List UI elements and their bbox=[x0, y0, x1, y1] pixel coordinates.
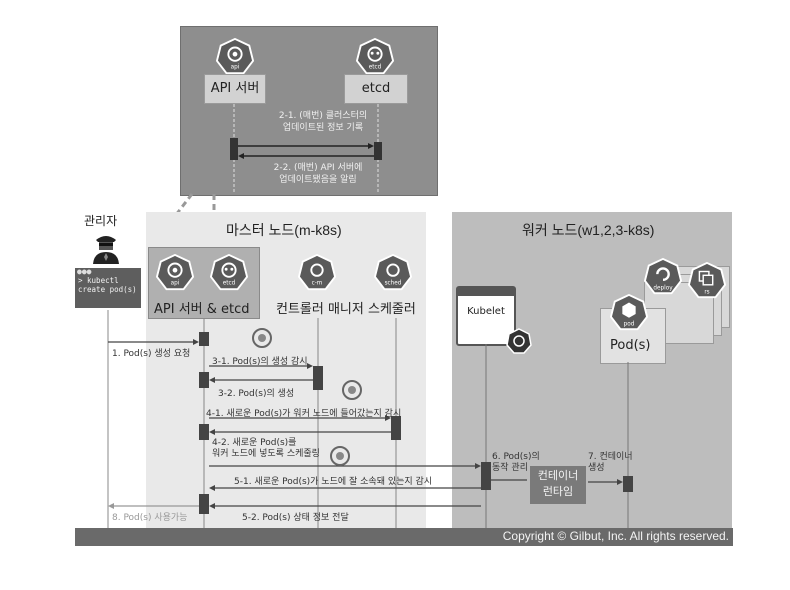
msg-8: 8. Pod(s) 사용가능 bbox=[112, 513, 188, 523]
msg-6: 6. Pod(s)의 동작 관리 bbox=[492, 452, 540, 474]
msg-4-2-line1: 4-2. 새로운 Pod(s)를 bbox=[212, 438, 297, 448]
pod-caption: pod bbox=[624, 321, 635, 327]
master-etcd-caption: etcd bbox=[223, 280, 236, 286]
top-panel-arrows bbox=[230, 104, 382, 194]
master-api-icon: api bbox=[156, 254, 194, 291]
kubelet-label: Kubelet bbox=[467, 306, 505, 317]
etcd-label-box: etcd bbox=[344, 74, 408, 104]
scheduler-icon: sched bbox=[374, 254, 412, 291]
msg-4-1: 4-1. 새로운 Pod(s)가 워커 노드에 들어갔는지 감시 bbox=[206, 409, 402, 419]
pod-icon: pod bbox=[610, 294, 648, 331]
watch-loop-icon-2 bbox=[342, 380, 362, 400]
admin-label: 관리자 bbox=[84, 214, 118, 228]
etcd-icon-caption: etcd bbox=[369, 64, 382, 70]
msg-6-line1: 6. Pod(s)의 bbox=[492, 452, 540, 462]
api-etcd-label: API 서버 & etcd bbox=[154, 302, 250, 317]
msg-3-1: 3-1. Pod(s)의 생성 감시 bbox=[212, 357, 308, 367]
replicaset-icon: rs bbox=[688, 262, 726, 299]
msg-5-2: 5-2. Pod(s) 상태 정보 전달 bbox=[242, 513, 349, 523]
api-server-label: API 서버 bbox=[210, 81, 260, 96]
worker-node-title: 워커 노드(w1,2,3-k8s) bbox=[522, 222, 655, 238]
deploy-icon: deploy bbox=[644, 258, 682, 295]
container-runtime-box: 컨테이너 런타임 bbox=[530, 466, 586, 504]
api-server-label-box: API 서버 bbox=[204, 74, 266, 104]
terminal-dots-icon: ●●● bbox=[77, 267, 92, 276]
msg-2-2-line2: 업데이트됐음을 알림 bbox=[279, 175, 357, 185]
api-icon-caption: api bbox=[231, 64, 240, 70]
msg-4-2-line2: 워커 노드에 넣도록 스케줄링 bbox=[212, 449, 320, 459]
msg-7-line1: 7. 컨테이너 bbox=[588, 452, 633, 462]
deploy-caption: deploy bbox=[653, 285, 673, 291]
master-etcd-icon: etcd bbox=[210, 254, 248, 291]
controller-manager-label: 컨트롤러 매니저 bbox=[276, 302, 364, 317]
runtime-line-1: 컨테이너 bbox=[537, 469, 579, 482]
etcd-icon: etcd bbox=[356, 38, 394, 75]
admin-user-icon bbox=[93, 236, 119, 264]
msg-3-2: 3-2. Pod(s)의 생성 bbox=[218, 389, 295, 399]
kubelet-gear-icon bbox=[506, 328, 532, 354]
terminal-line-2: create pod(s) bbox=[78, 285, 137, 294]
msg-2-1: 2-1. (매번) 클러스터의 업데이트된 정보 기록 bbox=[258, 110, 388, 134]
msg-7-line2: 생성 bbox=[588, 463, 605, 473]
msg-2-1-line2: 업데이트된 정보 기록 bbox=[282, 123, 364, 133]
runtime-line-2: 런타임 bbox=[542, 485, 574, 498]
master-api-caption: api bbox=[171, 280, 180, 286]
scheduler-label: 스케줄러 bbox=[368, 302, 416, 317]
watch-loop-icon-1 bbox=[252, 328, 272, 348]
msg-6-line2: 동작 관리 bbox=[492, 463, 528, 473]
rs-caption: rs bbox=[704, 289, 709, 295]
controller-manager-icon: c-m bbox=[298, 254, 336, 291]
pods-label: Pod(s) bbox=[610, 338, 651, 353]
msg-4-2: 4-2. 새로운 Pod(s)를 워커 노드에 넣도록 스케줄링 bbox=[212, 438, 320, 460]
master-node-title: 마스터 노드(m-k8s) bbox=[226, 222, 342, 238]
msg-1: 1. Pod(s) 생성 요청 bbox=[112, 349, 191, 359]
worker-node-panel bbox=[452, 212, 732, 528]
sched-caption: sched bbox=[385, 280, 402, 286]
copyright-text: Copyright © Gilbut, Inc. All rights rese… bbox=[502, 529, 729, 543]
watch-loop-icon-3 bbox=[330, 446, 350, 466]
kubelet-titlebar bbox=[458, 288, 514, 296]
copyright-footer: Copyright © Gilbut, Inc. All rights rese… bbox=[75, 528, 733, 546]
msg-5-1: 5-1. 새로운 Pod(s)가 노드에 잘 소속돼 있는지 감시 bbox=[234, 477, 433, 487]
terminal-line-1: > kubectl bbox=[78, 276, 119, 285]
msg-2-2: 2-2. (매번) API 서버에 업데이트됐음을 알림 bbox=[248, 162, 388, 186]
msg-2-2-line1: 2-2. (매번) API 서버에 bbox=[273, 163, 363, 173]
cm-caption: c-m bbox=[312, 280, 323, 286]
msg-2-1-line1: 2-1. (매번) 클러스터의 bbox=[278, 111, 368, 121]
msg-7: 7. 컨테이너 생성 bbox=[588, 452, 633, 474]
etcd-label: etcd bbox=[361, 81, 391, 96]
api-server-icon: api bbox=[216, 38, 254, 75]
kubelet-window: Kubelet bbox=[456, 286, 516, 346]
